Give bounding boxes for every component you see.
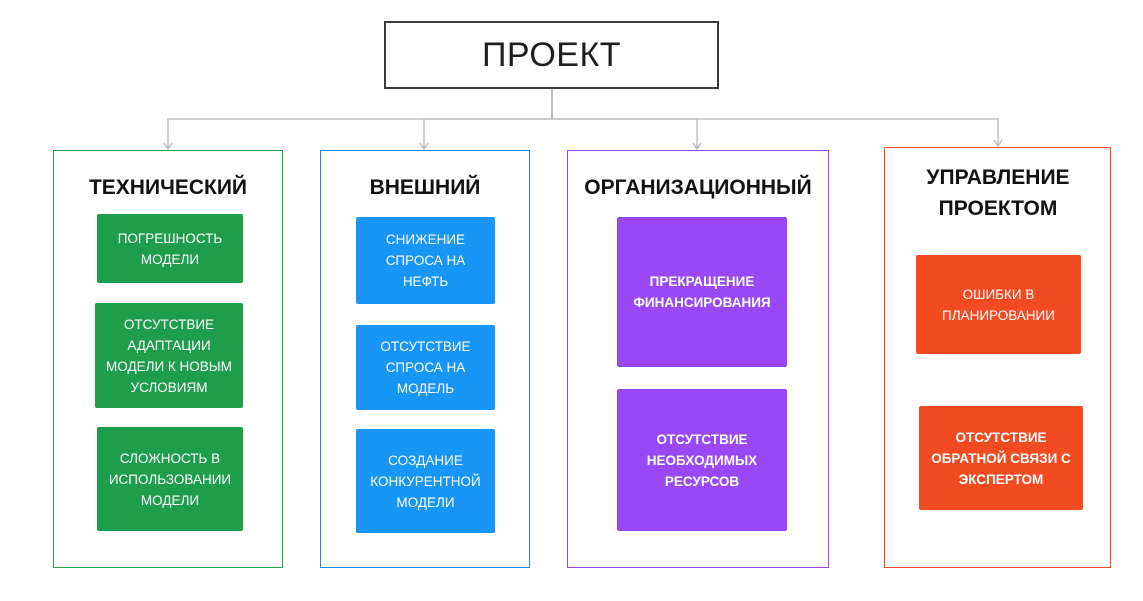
- column-project-management: УПРАВЛЕНИЕ ПРОЕКТОМ ОШИБКИ В ПЛАНИРОВАНИ…: [884, 147, 1111, 568]
- root-node: ПРОЕКТ: [384, 21, 719, 89]
- card-label: ОТСУТСТВИЕ СПРОСА НА МОДЕЛЬ: [380, 339, 471, 396]
- card-model-error: ПОГРЕШНОСТЬ МОДЕЛИ: [97, 214, 243, 283]
- column-title: ОРГАНИЗАЦИОННЫЙ: [584, 176, 812, 199]
- connector-external: [423, 89, 553, 149]
- card-label: ОТСУТСТВИЕ НЕОБХОДИМЫХ РЕСУРСОВ: [646, 431, 758, 489]
- arrowhead-management: [993, 139, 1003, 148]
- card-label: ОТСУТСТВИЕ ОБРАТНОЙ СВЯЗИ С ЭКСПЕРТОМ: [931, 429, 1071, 487]
- connector-management: [551, 89, 999, 146]
- card-no-resources: ОТСУТСТВИЕ НЕОБХОДИМЫХ РЕСУРСОВ: [617, 389, 787, 531]
- card-competitor-model: СОЗДАНИЕ КОНКУРЕНТНОЙ МОДЕЛИ: [356, 429, 495, 533]
- arrowhead-organizational: [692, 142, 702, 151]
- card-label: ОТСУТСТВИЕ АДАПТАЦИИ МОДЕЛИ К НОВЫМ УСЛО…: [106, 316, 232, 395]
- card-usage-complexity: СЛОЖНОСТЬ В ИСПОЛЬЗОВАНИИ МОДЕЛИ: [97, 427, 243, 531]
- card-label: ПРЕКРАЩЕНИЕ ФИНАНСИРОВАНИЯ: [633, 274, 771, 310]
- column-technical: ТЕХНИЧЕСКИЙ ПОГРЕШНОСТЬ МОДЕЛИ ОТСУТСТВИ…: [53, 150, 283, 568]
- card-no-expert-feedback: ОТСУТСТВИЕ ОБРАТНОЙ СВЯЗИ С ЭКСПЕРТОМ: [919, 406, 1083, 510]
- card-label: ОШИБКИ В ПЛАНИРОВАНИИ: [942, 286, 1055, 323]
- column-title: УПРАВЛЕНИЕ ПРОЕКТОМ: [926, 166, 1070, 220]
- card-funding-stop: ПРЕКРАЩЕНИЕ ФИНАНСИРОВАНИЯ: [617, 217, 787, 367]
- arrowhead-external: [419, 142, 429, 151]
- card-label: СЛОЖНОСТЬ В ИСПОЛЬЗОВАНИИ МОДЕЛИ: [108, 450, 232, 508]
- card-planning-errors: ОШИБКИ В ПЛАНИРОВАНИИ: [916, 255, 1081, 354]
- root-label: ПРОЕКТ: [481, 35, 622, 74]
- column-organizational: ОРГАНИЗАЦИОННЫЙ ПРЕКРАЩЕНИЕ ФИНАНСИРОВАН…: [567, 150, 829, 568]
- column-title: ТЕХНИЧЕСКИЙ: [88, 176, 248, 199]
- card-oil-demand-drop: СНИЖЕНИЕ СПРОСА НА НЕФТЬ: [356, 217, 495, 304]
- card-no-adaptation: ОТСУТСТВИЕ АДАПТАЦИИ МОДЕЛИ К НОВЫМ УСЛО…: [95, 303, 243, 408]
- card-label: ПОГРЕШНОСТЬ МОДЕЛИ: [117, 230, 223, 267]
- arrowhead-technical: [163, 142, 173, 151]
- column-external: ВНЕШНИЙ СНИЖЕНИЕ СПРОСА НА НЕФТЬ ОТСУТСТ…: [320, 150, 530, 568]
- card-label: СНИЖЕНИЕ СПРОСА НА НЕФТЬ: [385, 232, 466, 289]
- card-label: СОЗДАНИЕ КОНКУРЕНТНОЙ МОДЕЛИ: [370, 452, 481, 510]
- card-no-model-demand: ОТСУТСТВИЕ СПРОСА НА МОДЕЛЬ: [356, 325, 495, 410]
- column-title: ВНЕШНИЙ: [369, 176, 481, 199]
